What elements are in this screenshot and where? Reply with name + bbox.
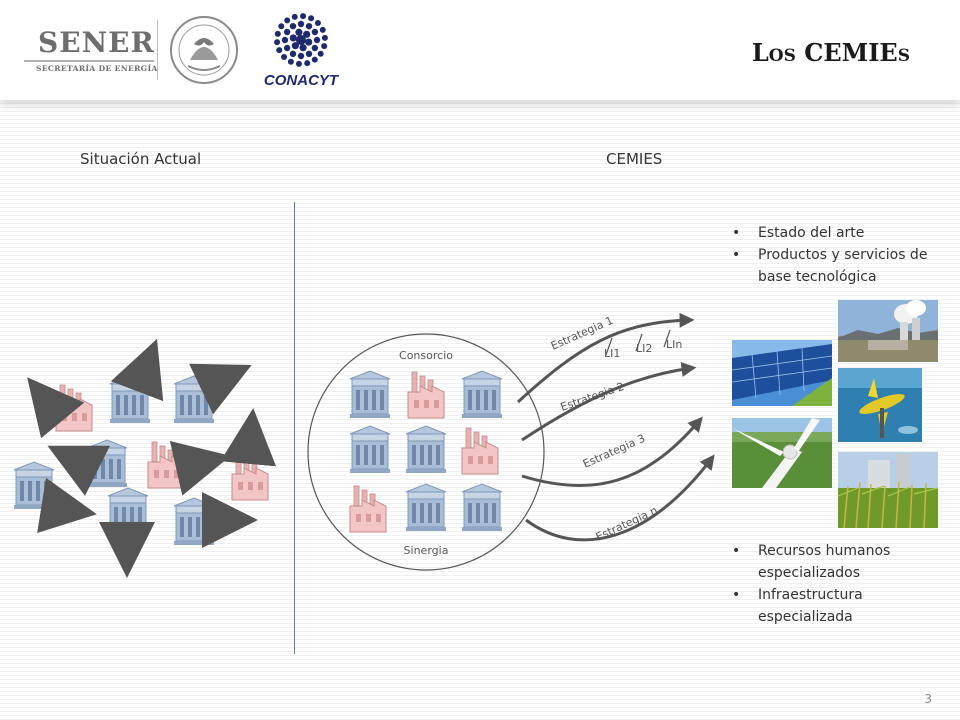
sinergia-label: Sinergia: [404, 544, 449, 557]
wind-turbine-photo: [732, 418, 832, 488]
conacyt-logo: CONACYT: [256, 8, 346, 94]
government-building-icon: [405, 483, 447, 532]
bullet-item: Productos y servicios de base tecnológic…: [730, 244, 940, 288]
arrow-icon: [169, 441, 231, 496]
bullet-item: Estado del arte: [730, 222, 940, 244]
arrow-icon: [110, 338, 164, 402]
situacion-actual-title: Situación Actual: [80, 150, 202, 168]
arrow-icon: [37, 477, 97, 534]
sener-logo: SENER SECRETARÍA DE ENERGÍA: [24, 22, 157, 76]
strategy-3-label: Estrategia 3: [581, 432, 647, 471]
government-building-icon: [86, 439, 128, 488]
factory-icon: [55, 384, 93, 432]
government-building-icon: [349, 425, 391, 474]
bullet-item: Infraestructura especializada: [730, 584, 920, 628]
factory-icon: [147, 441, 185, 489]
arrow-icon: [220, 408, 277, 467]
arrow-icon: [189, 363, 252, 415]
government-building-icon: [173, 497, 215, 546]
sugarcane-bioenergy-photo: [838, 452, 938, 528]
geothermal-plant-photo: [838, 300, 938, 362]
government-building-icon: [13, 461, 55, 510]
strategy-arrows: [516, 312, 715, 542]
cemies-title: CEMIES: [606, 150, 663, 168]
strategy-3-arrow: [521, 416, 703, 488]
conacyt-wordmark: CONACYT: [263, 72, 339, 89]
strategy-n-arrow: [525, 454, 715, 542]
consorcio-label: Consorcio: [399, 349, 453, 362]
logo-divider: [157, 20, 158, 80]
government-building-icon: [405, 425, 447, 474]
mexico-seal-icon: [170, 16, 238, 84]
government-building-icon: [109, 375, 151, 424]
page-number: 3: [924, 692, 932, 706]
factory-icon: [349, 485, 387, 533]
sener-subtitle: SECRETARÍA DE ENERGÍA: [36, 64, 158, 73]
strategy-n-label: Estrategia n: [594, 504, 660, 544]
slide-header: SENER SECRETARÍA DE ENERGÍA CONACYT Los …: [0, 0, 960, 100]
sener-rule: [24, 60, 154, 62]
government-building-icon: [349, 370, 391, 419]
arrow-icon: [27, 377, 85, 439]
section-divider: [294, 202, 295, 654]
arrow-icon: [47, 445, 111, 496]
line-splits: [605, 329, 671, 356]
strategy-2-arrow: [521, 361, 697, 442]
outcomes-list-top: Estado del arte Productos y servicios de…: [730, 222, 940, 288]
factory-icon: [231, 453, 269, 501]
government-building-icon: [461, 370, 503, 419]
consortium-members: [349, 370, 503, 533]
line-1-label: LI1: [604, 347, 620, 360]
strategy-1-arrow: [516, 312, 695, 404]
conacyt-dots-icon: [274, 13, 328, 67]
government-building-icon: [173, 375, 215, 424]
sener-wordmark: SENER: [38, 26, 155, 59]
outcomes-list-bottom: Recursos humanos especializados Infraest…: [730, 540, 920, 628]
consortium-circle: [307, 333, 545, 571]
factory-icon: [407, 371, 445, 419]
line-2-label: LI2: [636, 342, 652, 355]
line-n-label: LIn: [666, 338, 682, 351]
tidal-turbine-photo: [838, 368, 922, 442]
factory-icon: [461, 427, 499, 475]
strategy-2-label: Estrategia 2: [559, 380, 626, 414]
solar-panels-photo: [732, 340, 832, 406]
dispersion-arrows: [27, 338, 277, 578]
government-building-icon: [461, 483, 503, 532]
bullet-item: Recursos humanos especializados: [730, 540, 920, 584]
slide-title: Los CEMIEs: [751, 38, 910, 67]
government-building-icon: [107, 487, 149, 536]
